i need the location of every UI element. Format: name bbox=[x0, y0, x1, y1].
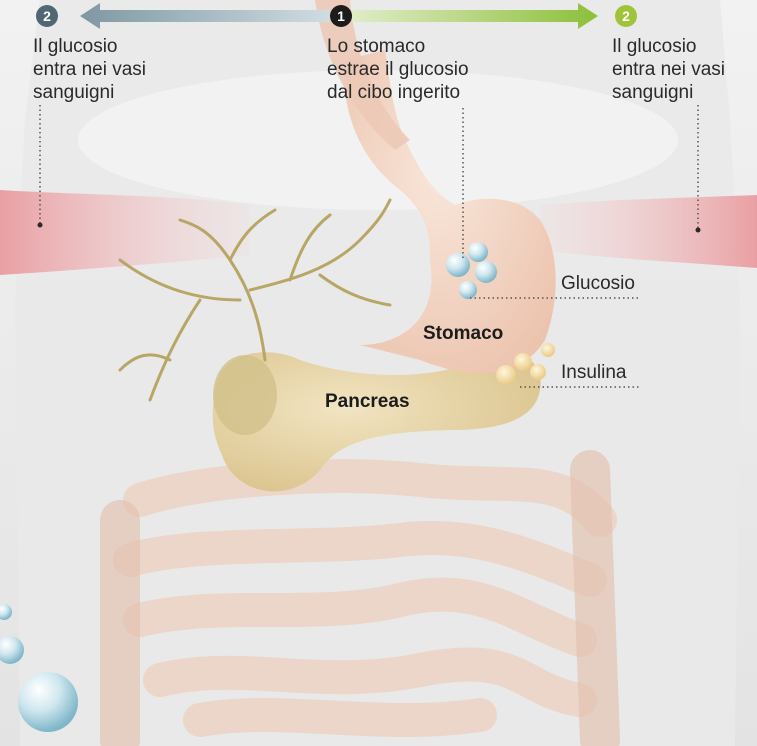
step-1-badge: 1 bbox=[330, 5, 352, 27]
glucose-bubble-large bbox=[18, 672, 78, 732]
glucose-label: Glucosio bbox=[561, 272, 635, 295]
stomach-label: Stomaco bbox=[423, 322, 503, 345]
step-2-right-badge: 2 bbox=[615, 5, 637, 27]
step-2-left-text: Il glucosio entra nei vasi sanguigni bbox=[33, 35, 146, 104]
pancreas-label: Pancreas bbox=[325, 390, 410, 413]
step-1-text: Lo stomaco estrae il glucosio dal cibo i… bbox=[327, 35, 469, 104]
vessel-dot-left bbox=[38, 223, 43, 228]
step-2-left-badge: 2 bbox=[36, 5, 58, 27]
gallbladder bbox=[213, 355, 277, 435]
insulin-label: Insulina bbox=[561, 361, 627, 384]
step-2-right-text: Il glucosio entra nei vasi sanguigni bbox=[612, 35, 725, 104]
vessel-dot-right bbox=[696, 228, 701, 233]
